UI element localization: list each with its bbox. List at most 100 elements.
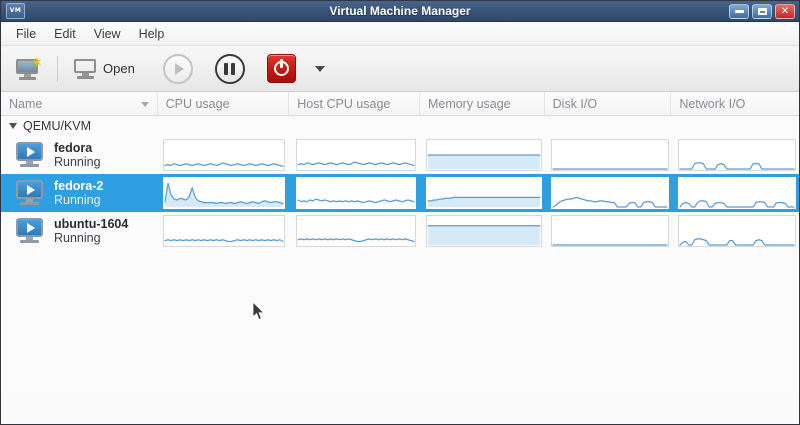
column-disk-io-label: Disk I/O [552, 96, 598, 111]
play-triangle-shape [26, 184, 35, 195]
minimize-button[interactable] [729, 4, 749, 19]
monitor-neck-shape [82, 72, 89, 76]
vm-graph-cell-disk [546, 212, 673, 250]
vm-graph-cell-memory [421, 212, 546, 250]
window-title: Virtual Machine Manager [329, 4, 471, 18]
monitor-base-shape [19, 76, 36, 80]
menu-file[interactable]: File [16, 26, 37, 41]
run-button[interactable] [158, 51, 198, 87]
vm-graph-cell-memory [421, 174, 546, 212]
connection-label: QEMU/KVM [23, 119, 92, 133]
monitor-base-shape [77, 75, 94, 79]
sparkline-cpu [163, 215, 285, 247]
vm-graph-cell-disk [546, 136, 673, 174]
menu-help[interactable]: Help [138, 26, 165, 41]
close-icon: ✕ [780, 5, 790, 17]
sparkline-host-cpu [295, 177, 416, 209]
sparkline-host-cpu [295, 139, 416, 171]
shutdown-menu-caret-icon[interactable] [314, 65, 325, 72]
sparkline-network [678, 139, 796, 171]
menu-edit[interactable]: Edit [54, 26, 76, 41]
vm-name-label: fedora [54, 140, 93, 155]
vm-graph-cell-network [673, 136, 799, 174]
vm-graph-cell-cpu [158, 136, 290, 174]
vm-graph-cell-cpu [158, 212, 290, 250]
monitor-neck-shape [26, 237, 33, 240]
sparkline-cpu [163, 177, 285, 209]
toolbar-separator [57, 55, 58, 82]
monitor-neck-shape [26, 199, 33, 202]
monitor-base-shape [20, 164, 39, 167]
monitor-screen-shape [16, 180, 43, 199]
menu-view[interactable]: View [93, 26, 121, 41]
maximize-button[interactable] [752, 4, 772, 19]
monitor-neck-shape [24, 73, 31, 77]
column-cpu-usage[interactable]: CPU usage [158, 92, 290, 115]
column-disk-io[interactable]: Disk I/O [545, 92, 672, 115]
pause-bar-right [231, 62, 236, 75]
connection-row-qemu-kvm[interactable]: QEMU/KVM [1, 116, 799, 136]
vm-graph-cell-host-cpu [290, 212, 421, 250]
expander-triangle-icon[interactable] [9, 123, 17, 129]
sparkline-disk [550, 177, 669, 209]
column-name-label: Name [9, 96, 43, 111]
shutdown-button[interactable] [262, 51, 301, 86]
monitor-screen-shape [74, 58, 96, 73]
vm-graph-cell-cpu [158, 174, 290, 212]
sparkline-cpu [163, 139, 285, 171]
column-name[interactable]: Name [1, 92, 158, 115]
toolbar: ✶ Open [1, 46, 799, 92]
column-memory-usage[interactable]: Memory usage [420, 92, 545, 115]
vm-graph-cell-host-cpu [290, 136, 421, 174]
play-triangle-shape [26, 222, 35, 233]
vm-state-label: Running [54, 155, 101, 169]
sparkline-network [678, 177, 796, 209]
vm-running-monitor-icon [15, 142, 45, 168]
pause-button[interactable] [210, 51, 250, 87]
monitor-screen-shape [16, 58, 38, 74]
column-network-io[interactable]: Network I/O [671, 92, 799, 115]
column-host-cpu-usage-label: Host CPU usage [297, 96, 391, 111]
power-icon [266, 54, 296, 83]
sparkline-memory [425, 215, 542, 247]
sparkline-disk [550, 139, 669, 171]
title-bar: VM Virtual Machine Manager ✕ [1, 1, 799, 22]
vm-graph-cell-disk [546, 174, 673, 212]
pause-icon [214, 53, 245, 84]
vm-graph-cell-network [673, 174, 799, 212]
sparkline-memory [425, 139, 542, 171]
monitor-screen-shape [16, 142, 43, 161]
vm-state-label: Running [54, 231, 101, 245]
column-host-cpu-usage[interactable]: Host CPU usage [289, 92, 420, 115]
open-monitor-icon [74, 58, 98, 80]
vm-badge-icon: VM [6, 3, 25, 19]
open-button-label: Open [103, 61, 135, 76]
pause-bar-left [224, 62, 229, 75]
open-button[interactable]: Open [69, 55, 140, 83]
vm-running-monitor-icon [15, 180, 45, 206]
play-icon [162, 53, 193, 84]
monitor-screen-shape [16, 218, 43, 237]
pause-bars-shape [224, 62, 236, 75]
vm-graph-cell-host-cpu [290, 174, 421, 212]
close-button[interactable]: ✕ [775, 4, 795, 19]
column-header-row: Name CPU usage Host CPU usage Memory usa… [1, 92, 799, 116]
vm-graph-cell-memory [421, 136, 546, 174]
sparkline-memory [425, 177, 542, 209]
window-controls: ✕ [729, 4, 795, 19]
vm-state-label: Running [54, 193, 101, 207]
column-network-io-label: Network I/O [679, 96, 746, 111]
menu-bar: File Edit View Help [1, 22, 799, 46]
new-vm-button[interactable]: ✶ [10, 54, 46, 84]
column-cpu-usage-label: CPU usage [165, 96, 230, 111]
sparkline-host-cpu [295, 215, 416, 247]
monitor-neck-shape [26, 161, 33, 164]
monitor-base-shape [20, 240, 39, 243]
